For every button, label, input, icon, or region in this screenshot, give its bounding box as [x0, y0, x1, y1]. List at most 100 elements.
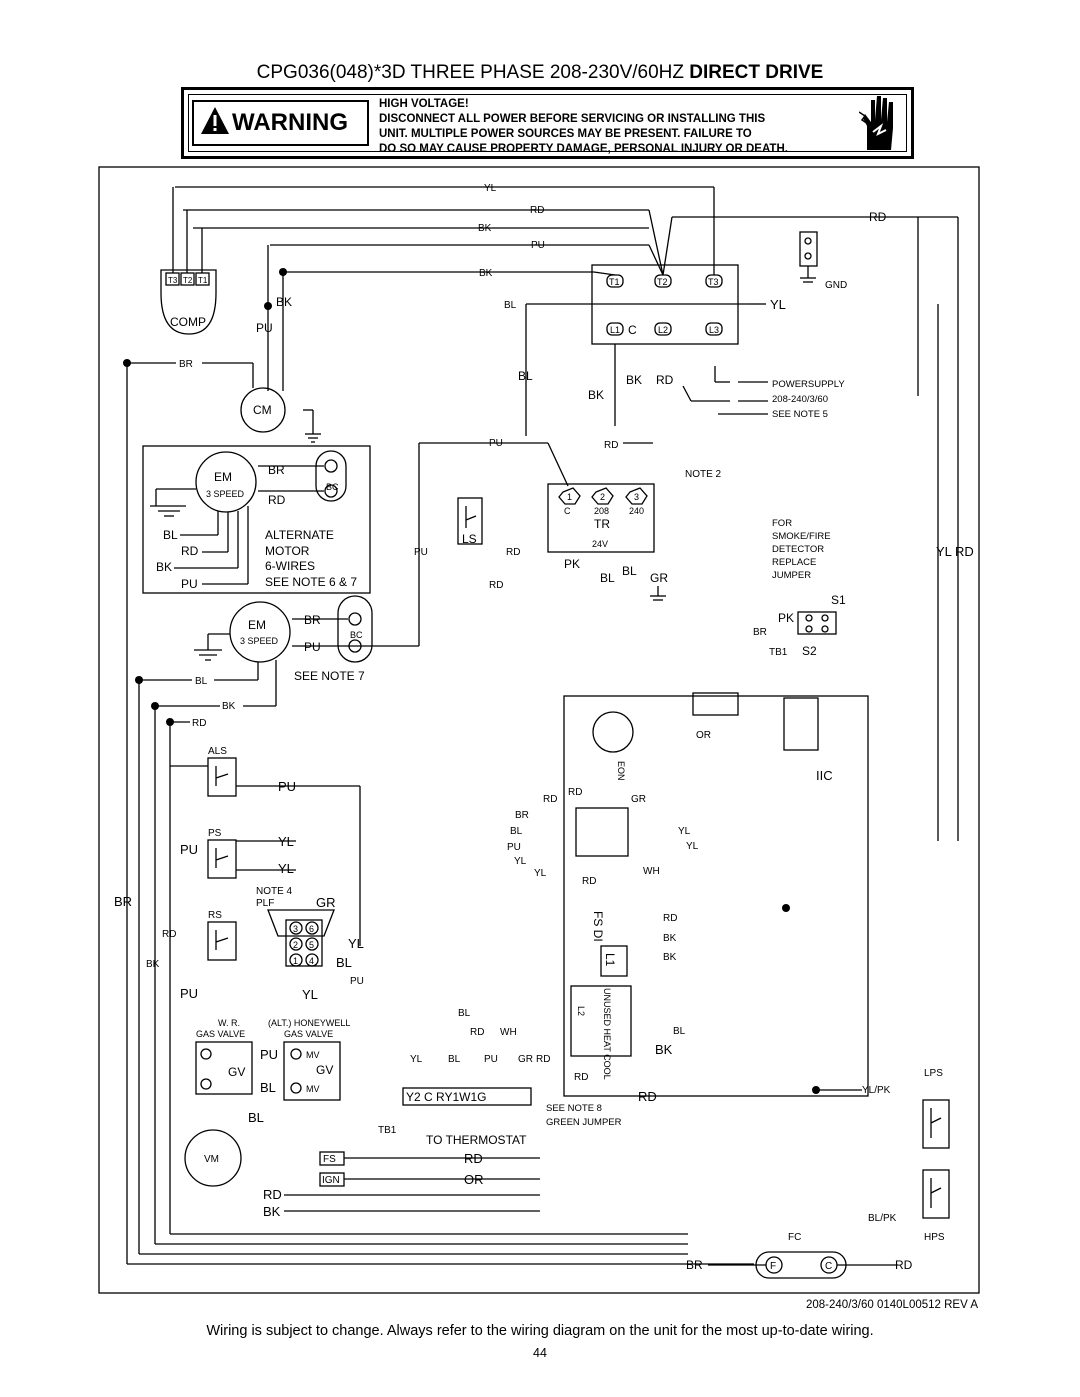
warning-badge: WARNING: [192, 100, 369, 146]
svg-text:RD: RD: [895, 1258, 913, 1272]
limit-switch-box: [457, 497, 483, 545]
svg-text:F: F: [770, 1261, 776, 1272]
svg-text:YL: YL: [410, 1054, 423, 1065]
svg-text:SEE NOTE 8: SEE NOTE 8: [546, 1103, 602, 1114]
svg-text:L1: L1: [610, 325, 620, 335]
vent-motor: [184, 1129, 242, 1187]
svg-text:C: C: [564, 506, 571, 516]
svg-text:BK: BK: [156, 560, 172, 574]
svg-text:RD: RD: [506, 547, 520, 558]
svg-text:3 SPEED: 3 SPEED: [206, 489, 245, 499]
warning-line-4: DO SO MAY CAUSE PROPERTY DAMAGE, PERSONA…: [379, 143, 788, 155]
title-prefix: CPG036(048)*3D THREE PHASE 208-230V/60HZ: [256, 62, 690, 83]
svg-text:WH: WH: [643, 866, 660, 877]
svg-text:PU: PU: [304, 640, 321, 654]
svg-text:BL: BL: [248, 1110, 264, 1125]
svg-text:YL: YL: [686, 841, 699, 852]
svg-text:L1: L1: [603, 953, 617, 967]
svg-text:GR: GR: [518, 1054, 533, 1065]
wire-label: BR: [179, 359, 193, 370]
evaporator-motor-alt: [195, 451, 257, 513]
warning-word: WARNING: [232, 109, 348, 136]
wire-label: RD: [530, 205, 544, 216]
svg-text:3: 3: [293, 924, 298, 934]
warning-triangle-icon: [201, 107, 229, 134]
svg-text:RD: RD: [181, 544, 199, 558]
ps-switch: [207, 839, 237, 879]
svg-text:T2: T2: [657, 277, 668, 287]
svg-text:GV: GV: [228, 1065, 245, 1079]
evaporator-motor: [229, 601, 291, 663]
svg-text:PU: PU: [181, 577, 198, 591]
svg-text:BL: BL: [504, 300, 517, 311]
svg-text:BK: BK: [263, 1204, 281, 1219]
svg-text:REPLACE: REPLACE: [772, 557, 816, 568]
svg-text:L3: L3: [709, 325, 719, 335]
svg-text:HPS: HPS: [924, 1232, 945, 1243]
svg-text:VM: VM: [204, 1154, 219, 1165]
low-pressure-switch: [922, 1099, 950, 1149]
svg-text:PU: PU: [180, 842, 198, 857]
svg-text:RD: RD: [536, 1054, 550, 1065]
electric-shock-icon: [859, 96, 893, 150]
svg-text:PU: PU: [350, 976, 364, 987]
svg-text:BR: BR: [515, 810, 529, 821]
svg-text:RD: RD: [263, 1187, 282, 1202]
svg-text:RD: RD: [574, 1072, 588, 1083]
l2-relay: [570, 985, 632, 1057]
svg-text:FOR: FOR: [772, 518, 792, 529]
disclaimer: Wiring is subject to change. Always refe…: [206, 1323, 874, 1339]
svg-text:POWERSUPPLY: POWERSUPPLY: [772, 379, 845, 390]
title-bold: DIRECT DRIVE: [689, 62, 824, 83]
svg-text:208: 208: [594, 506, 609, 516]
svg-text:BR: BR: [114, 894, 132, 909]
svg-text:RD: RD: [604, 440, 618, 451]
svg-text:RD: RD: [464, 1151, 483, 1166]
rs-switch: [207, 921, 237, 961]
als-switch: [207, 757, 237, 797]
warning-box: WARNING HIGH VOLTAGE! DISCONNECT ALL POW…: [181, 87, 914, 159]
wire-label: YL: [484, 183, 497, 194]
svg-text:BR: BR: [686, 1258, 703, 1272]
svg-text:RD: RD: [663, 913, 677, 924]
svg-text:NOTE 4: NOTE 4: [256, 886, 293, 897]
condenser-motor: [240, 387, 286, 433]
gas-valve-wr: [195, 1041, 253, 1095]
svg-text:TO THERMOSTAT: TO THERMOSTAT: [426, 1133, 527, 1147]
svg-text:PU: PU: [484, 1054, 498, 1065]
svg-text:OR: OR: [696, 730, 711, 741]
svg-text:C: C: [825, 1261, 832, 1272]
warning-line-1: HIGH VOLTAGE!: [379, 98, 469, 110]
svg-text:LPS: LPS: [924, 1068, 943, 1079]
svg-text:(ALT.) HONEYWELL: (ALT.) HONEYWELL: [268, 1018, 350, 1028]
svg-text:YL RD: YL RD: [936, 544, 974, 559]
svg-text:RD: RD: [192, 718, 206, 729]
alternate-motor-box: [142, 445, 371, 594]
svg-text:PU: PU: [414, 547, 428, 558]
svg-text:BL: BL: [448, 1054, 461, 1065]
transformer: [547, 483, 655, 553]
svg-text:UNUSED HEAT COOL: UNUSED HEAT COOL: [602, 988, 612, 1080]
svg-text:OR: OR: [464, 1172, 484, 1187]
wire-label: PU: [531, 240, 545, 251]
svg-text:T2: T2: [183, 276, 193, 285]
page-number: 44: [533, 1346, 547, 1360]
svg-text:BL: BL: [336, 955, 352, 970]
svg-text:RD: RD: [268, 493, 286, 507]
svg-text:BL: BL: [622, 564, 637, 578]
gas-valve-honeywell: [283, 1041, 341, 1101]
svg-text:YL: YL: [302, 987, 318, 1002]
svg-text:RD: RD: [568, 787, 582, 798]
svg-text:BK: BK: [588, 388, 604, 402]
svg-text:BL: BL: [195, 676, 208, 687]
svg-text:240: 240: [629, 506, 644, 516]
wire-label: BK: [479, 268, 493, 279]
svg-text:RD: RD: [543, 794, 557, 805]
svg-text:2: 2: [600, 492, 605, 502]
svg-text:RD: RD: [656, 373, 674, 387]
svg-text:PU: PU: [260, 1047, 278, 1062]
svg-text:YL/PK: YL/PK: [862, 1085, 891, 1096]
svg-text:L2: L2: [576, 1006, 586, 1016]
svg-text:FC: FC: [788, 1232, 801, 1243]
svg-text:TB1: TB1: [378, 1125, 397, 1136]
